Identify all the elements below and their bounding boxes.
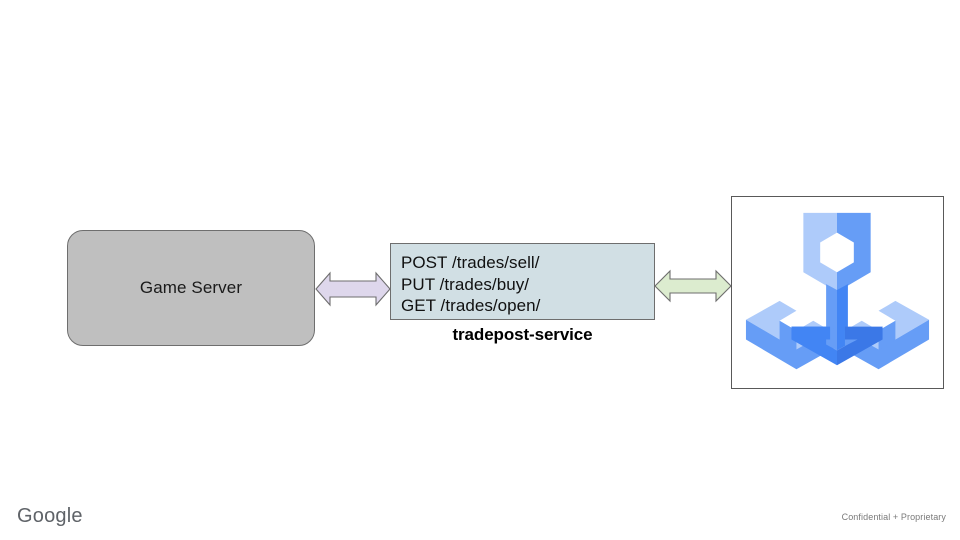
connector-tradepost-to-tool[interactable] [653,266,733,306]
cloud-tools-icon [745,212,930,370]
node-game-server[interactable]: Game Server [67,230,315,346]
double-headed-arrow-icon [315,271,391,307]
wrench-top [803,212,871,351]
icon-center-hub [791,326,883,366]
node-tool-image-frame[interactable] [731,196,944,389]
node-tradepost-service-caption: tradepost-service [452,325,593,344]
connector-game-server-to-tradepost[interactable] [314,268,392,310]
endpoint-line-post: POST /trades/sell/ [401,253,540,272]
node-game-server-label: Game Server [139,277,243,297]
footer-google-wordmark: Google [17,505,83,527]
double-headed-arrow-icon [654,269,732,303]
node-tradepost-service[interactable]: POST /trades/sell/ PUT /trades/buy/ GET … [390,243,655,320]
footer-confidentiality-notice: Confidential + Proprietary [841,512,946,522]
endpoint-line-get: GET /trades/open/ [401,296,541,315]
endpoint-line-put: PUT /trades/buy/ [401,274,530,294]
